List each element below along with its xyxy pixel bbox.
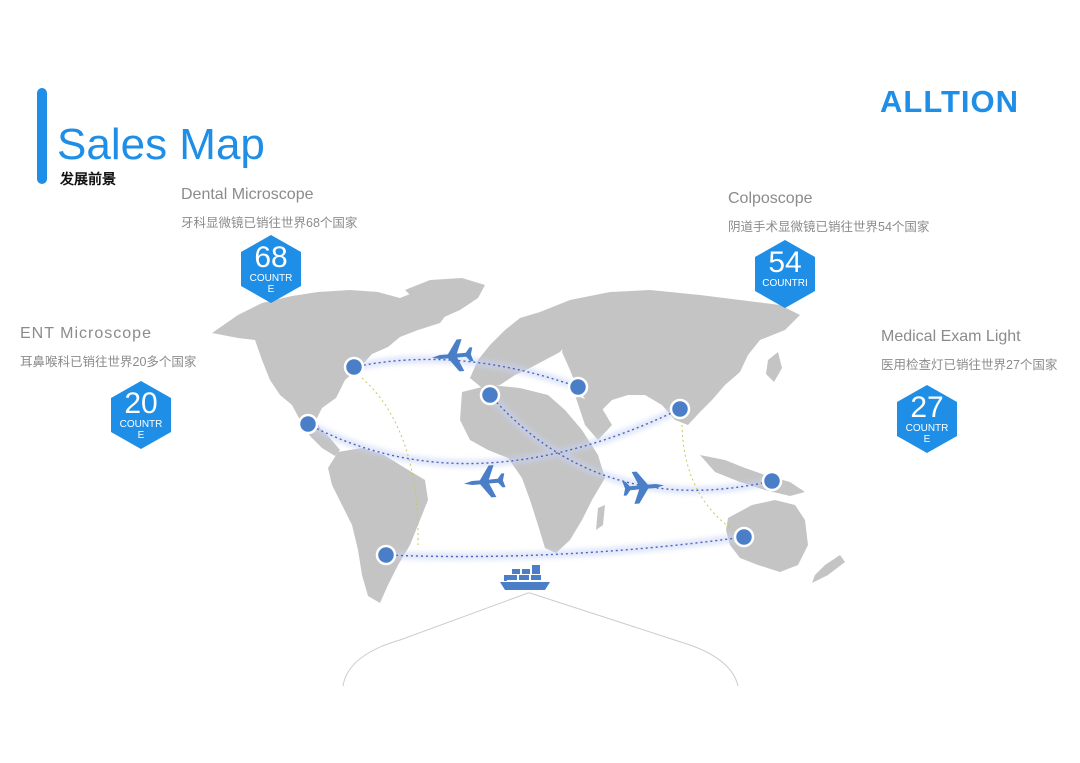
cargo-ship-icon [500, 565, 550, 590]
ent-microscope-title: ENT Microscope [20, 325, 152, 342]
marker-europe [479, 384, 501, 406]
marker-south-america [375, 544, 397, 566]
new-zealand-shape [812, 555, 845, 583]
badge-unit: COUNTRE [249, 273, 293, 295]
routes [307, 358, 773, 558]
routes-yellow [361, 377, 745, 546]
arabia-shape [575, 395, 612, 440]
brand-logo: ALLTION [880, 84, 1020, 119]
marker-asia [669, 398, 691, 420]
marker-middle-east [567, 376, 589, 398]
dental-microscope-title: Dental Microscope [181, 186, 314, 203]
badge-unit: COUNTRE [905, 423, 949, 445]
marker-australia [733, 526, 755, 548]
badge-unit: COUNTRI [762, 278, 808, 289]
airplane-icon [462, 464, 507, 500]
ent-microscope-badge: 20 COUNTRE [111, 381, 171, 449]
greenland-shape [405, 278, 485, 318]
medical-exam-light-title: Medical Exam Light [881, 328, 1021, 345]
title-accent-bar [37, 88, 47, 184]
asia-shape [540, 290, 800, 425]
colposcope-description: 阴道手术显微镜已销往世界54个国家 [728, 220, 930, 234]
colposcope-title: Colposcope [728, 190, 813, 207]
continents [212, 278, 845, 603]
location-markers [297, 356, 783, 566]
australia-shape [726, 500, 808, 572]
madagascar-shape [596, 505, 605, 530]
dental-microscope-description: 牙科显微镜已销往世界68个国家 [181, 216, 358, 230]
badge-count: 54 [768, 246, 802, 279]
north-america-shape [212, 290, 450, 432]
japan-shape [766, 352, 782, 382]
medical-exam-light-badge: 27 COUNTRE [897, 385, 957, 453]
medical-exam-light-description: 医用检查灯已销往世界27个国家 [881, 358, 1058, 372]
badge-count: 68 [254, 241, 288, 274]
south-america-shape [328, 448, 428, 603]
page-subtitle: 发展前景 [60, 171, 116, 187]
marker-indonesia [761, 470, 783, 492]
marker-central-america [297, 413, 319, 435]
badge-count: 27 [910, 391, 944, 424]
badge-count: 20 [124, 387, 158, 420]
page-title: Sales Map [57, 120, 265, 169]
badge-unit: COUNTRE [119, 419, 163, 441]
marker-north-america [343, 356, 365, 378]
decorative-arc [342, 592, 739, 687]
ent-microscope-description: 耳鼻喉科已销往世界20多个国家 [20, 355, 197, 369]
africa-shape [460, 385, 605, 553]
